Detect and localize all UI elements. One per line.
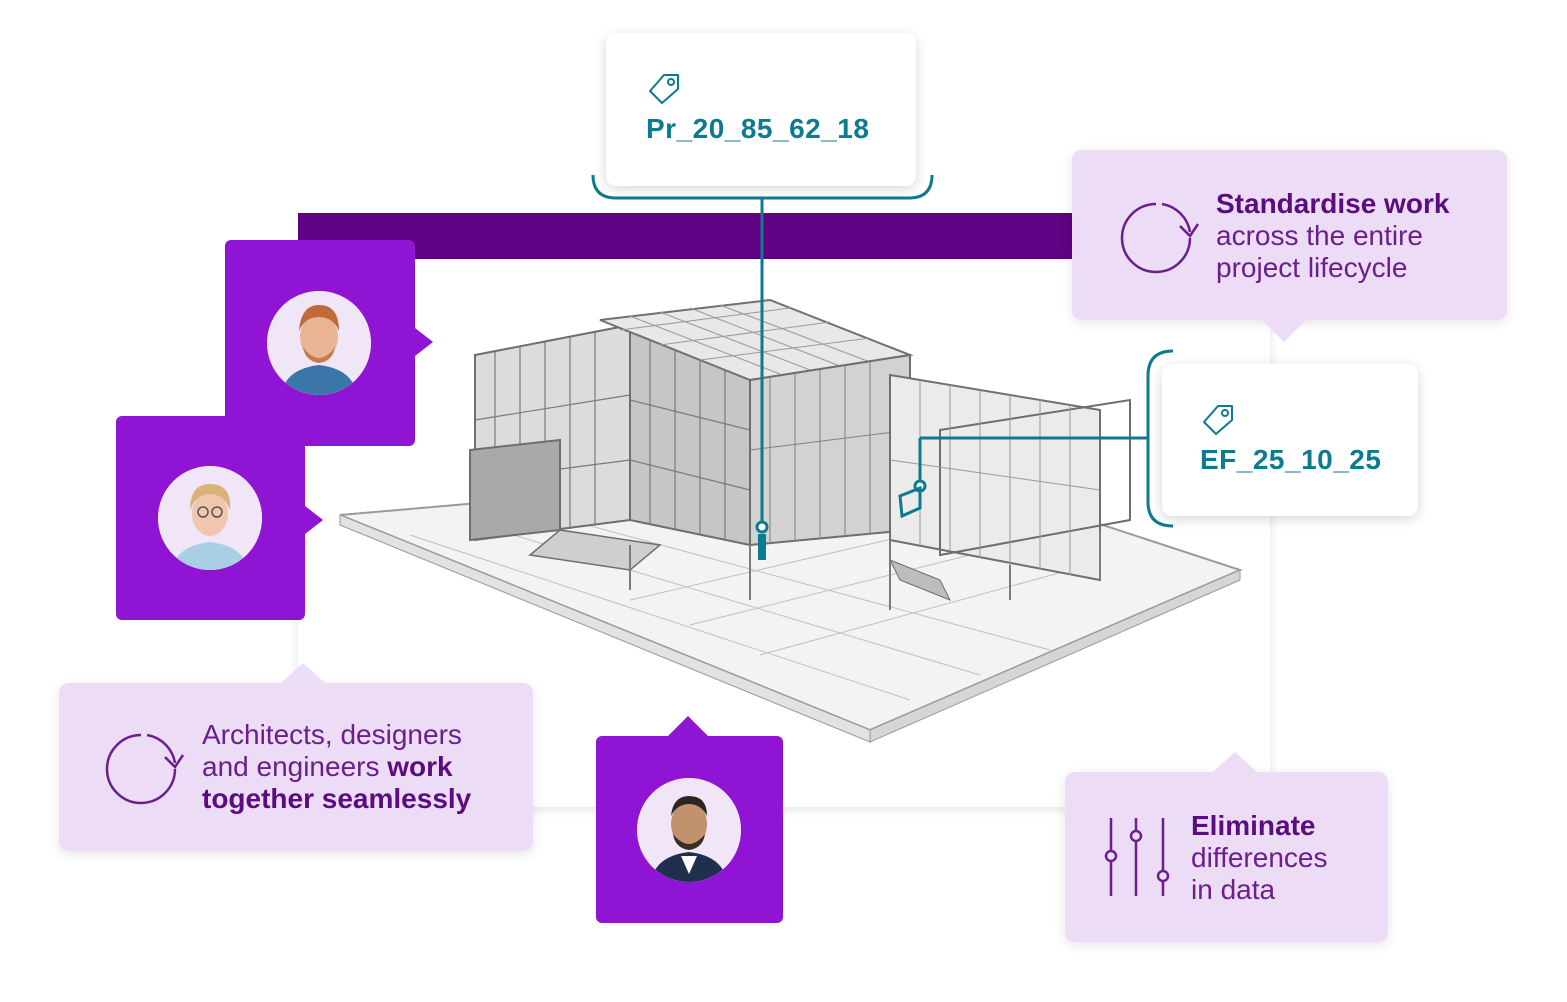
woman-glasses-avatar — [158, 466, 262, 570]
card-pointer — [415, 328, 433, 356]
building-model-illustration[interactable] — [330, 280, 1270, 760]
info-notch — [1213, 752, 1257, 772]
tag-card-top[interactable]: Pr_20_85_62_18 — [606, 33, 916, 186]
info-collab-line3: together seamlessly — [202, 783, 472, 814]
info-eliminate-line2: differences — [1191, 842, 1328, 873]
collaborator-card-1[interactable] — [225, 240, 433, 446]
tag-card-right[interactable]: EF_25_10_25 — [1162, 364, 1418, 516]
tag-label-right: EF_25_10_25 — [1200, 444, 1382, 475]
info-box-standardise: Standardise work across the entire proje… — [1072, 150, 1507, 342]
tag-icon — [649, 74, 679, 104]
collaborator-card-3[interactable] — [596, 716, 783, 923]
info-eliminate-line3: in data — [1191, 874, 1276, 905]
info-collab-line2b: work — [387, 751, 453, 782]
tag-connector-top — [591, 174, 934, 560]
info-box-collaboration: Architects, designers and engineers work… — [59, 663, 533, 851]
info-text-standardise: Standardise work across the entire proje… — [1216, 188, 1449, 284]
info-standardise-line2: across the entire — [1216, 220, 1423, 251]
info-collab-line2a: and engineers — [202, 751, 388, 782]
collaborator-card-2[interactable] — [116, 416, 323, 620]
refresh-icon — [1120, 202, 1200, 274]
info-notch — [1262, 320, 1306, 342]
tag-connector-right — [898, 349, 1174, 528]
info-standardise-bold: Standardise work — [1216, 188, 1450, 219]
tag-icon — [1203, 405, 1233, 435]
man-redhair-avatar — [267, 291, 371, 395]
card-pointer — [668, 716, 708, 736]
man-beard-avatar — [637, 778, 741, 882]
info-standardise-line3: project lifecycle — [1216, 252, 1408, 283]
info-text-collaboration: Architects, designers and engineers work… — [202, 719, 471, 815]
sliders-icon — [1104, 818, 1170, 896]
card-pointer — [305, 506, 323, 534]
info-text-eliminate: Eliminate differences in data — [1191, 810, 1327, 906]
info-eliminate-bold: Eliminate — [1191, 810, 1316, 841]
refresh-icon — [105, 733, 185, 805]
info-notch — [281, 663, 325, 683]
info-collab-line1: Architects, designers — [202, 719, 462, 750]
info-box-eliminate: Eliminate differences in data — [1065, 752, 1388, 942]
tag-label-top: Pr_20_85_62_18 — [646, 113, 870, 144]
